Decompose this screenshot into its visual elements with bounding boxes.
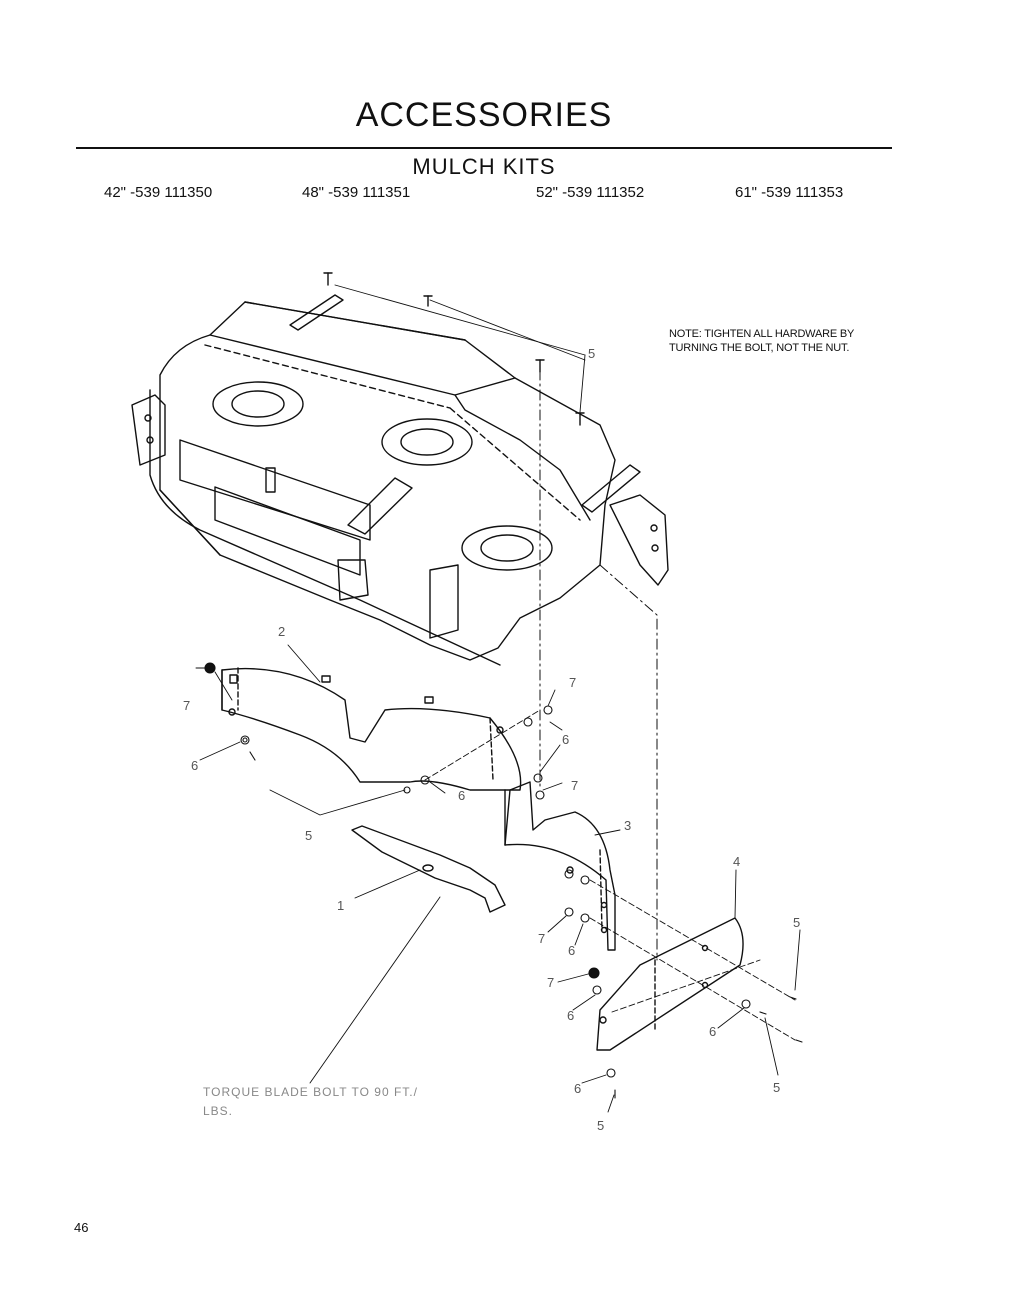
mulch-baffle-left <box>221 667 522 791</box>
kit-42-label: 42" -539 111350 <box>104 184 213 201</box>
callout-2: 2 <box>278 624 285 639</box>
callout-6-left: 6 <box>191 758 198 773</box>
callout-6-lower: 6 <box>568 943 575 958</box>
callout-7-lower: 7 <box>538 931 545 946</box>
callout-5-top: 5 <box>588 346 595 361</box>
title-rule <box>76 147 892 149</box>
callout-7-bottom: 7 <box>547 975 554 990</box>
callout-5-right-top: 5 <box>793 915 800 930</box>
callout-7-mid: 7 <box>571 778 578 793</box>
callout-6-upper: 6 <box>562 732 569 747</box>
end-plate <box>596 917 744 1051</box>
callout-4: 4 <box>733 854 740 869</box>
mulch-baffle-right <box>504 781 616 951</box>
torque-note: TORQUE BLADE BOLT TO 90 FT./ LBS. <box>203 1085 418 1118</box>
kit-48-label: 48" -539 111351 <box>302 184 411 201</box>
callout-6-center: 6 <box>458 788 465 803</box>
mower-deck <box>131 272 669 666</box>
callout-6-right: 6 <box>709 1024 716 1039</box>
mulch-blade <box>351 825 506 913</box>
kit-52-label: 52" -539 111352 <box>536 184 645 201</box>
callout-6-bottom: 6 <box>567 1008 574 1023</box>
page-number: 46 <box>74 1220 89 1235</box>
callout-5-right: 5 <box>773 1080 780 1095</box>
callout-6-foot: 6 <box>574 1081 581 1096</box>
hardware <box>204 662 803 1099</box>
callout-7-upper: 7 <box>569 675 576 690</box>
section-subtitle: MULCH KITS <box>412 154 556 179</box>
kit-61-label: 61" -539 111353 <box>735 184 844 201</box>
callout-1: 1 <box>337 898 344 913</box>
hardware-note: NOTE: TIGHTEN ALL HARDWARE BY TURNING TH… <box>669 328 855 354</box>
callout-5-left: 5 <box>305 828 312 843</box>
callout-7-left: 7 <box>183 698 190 713</box>
callout-5-foot: 5 <box>597 1118 604 1133</box>
callout-3: 3 <box>624 818 631 833</box>
page-title: ACCESSORIES <box>355 96 613 134</box>
